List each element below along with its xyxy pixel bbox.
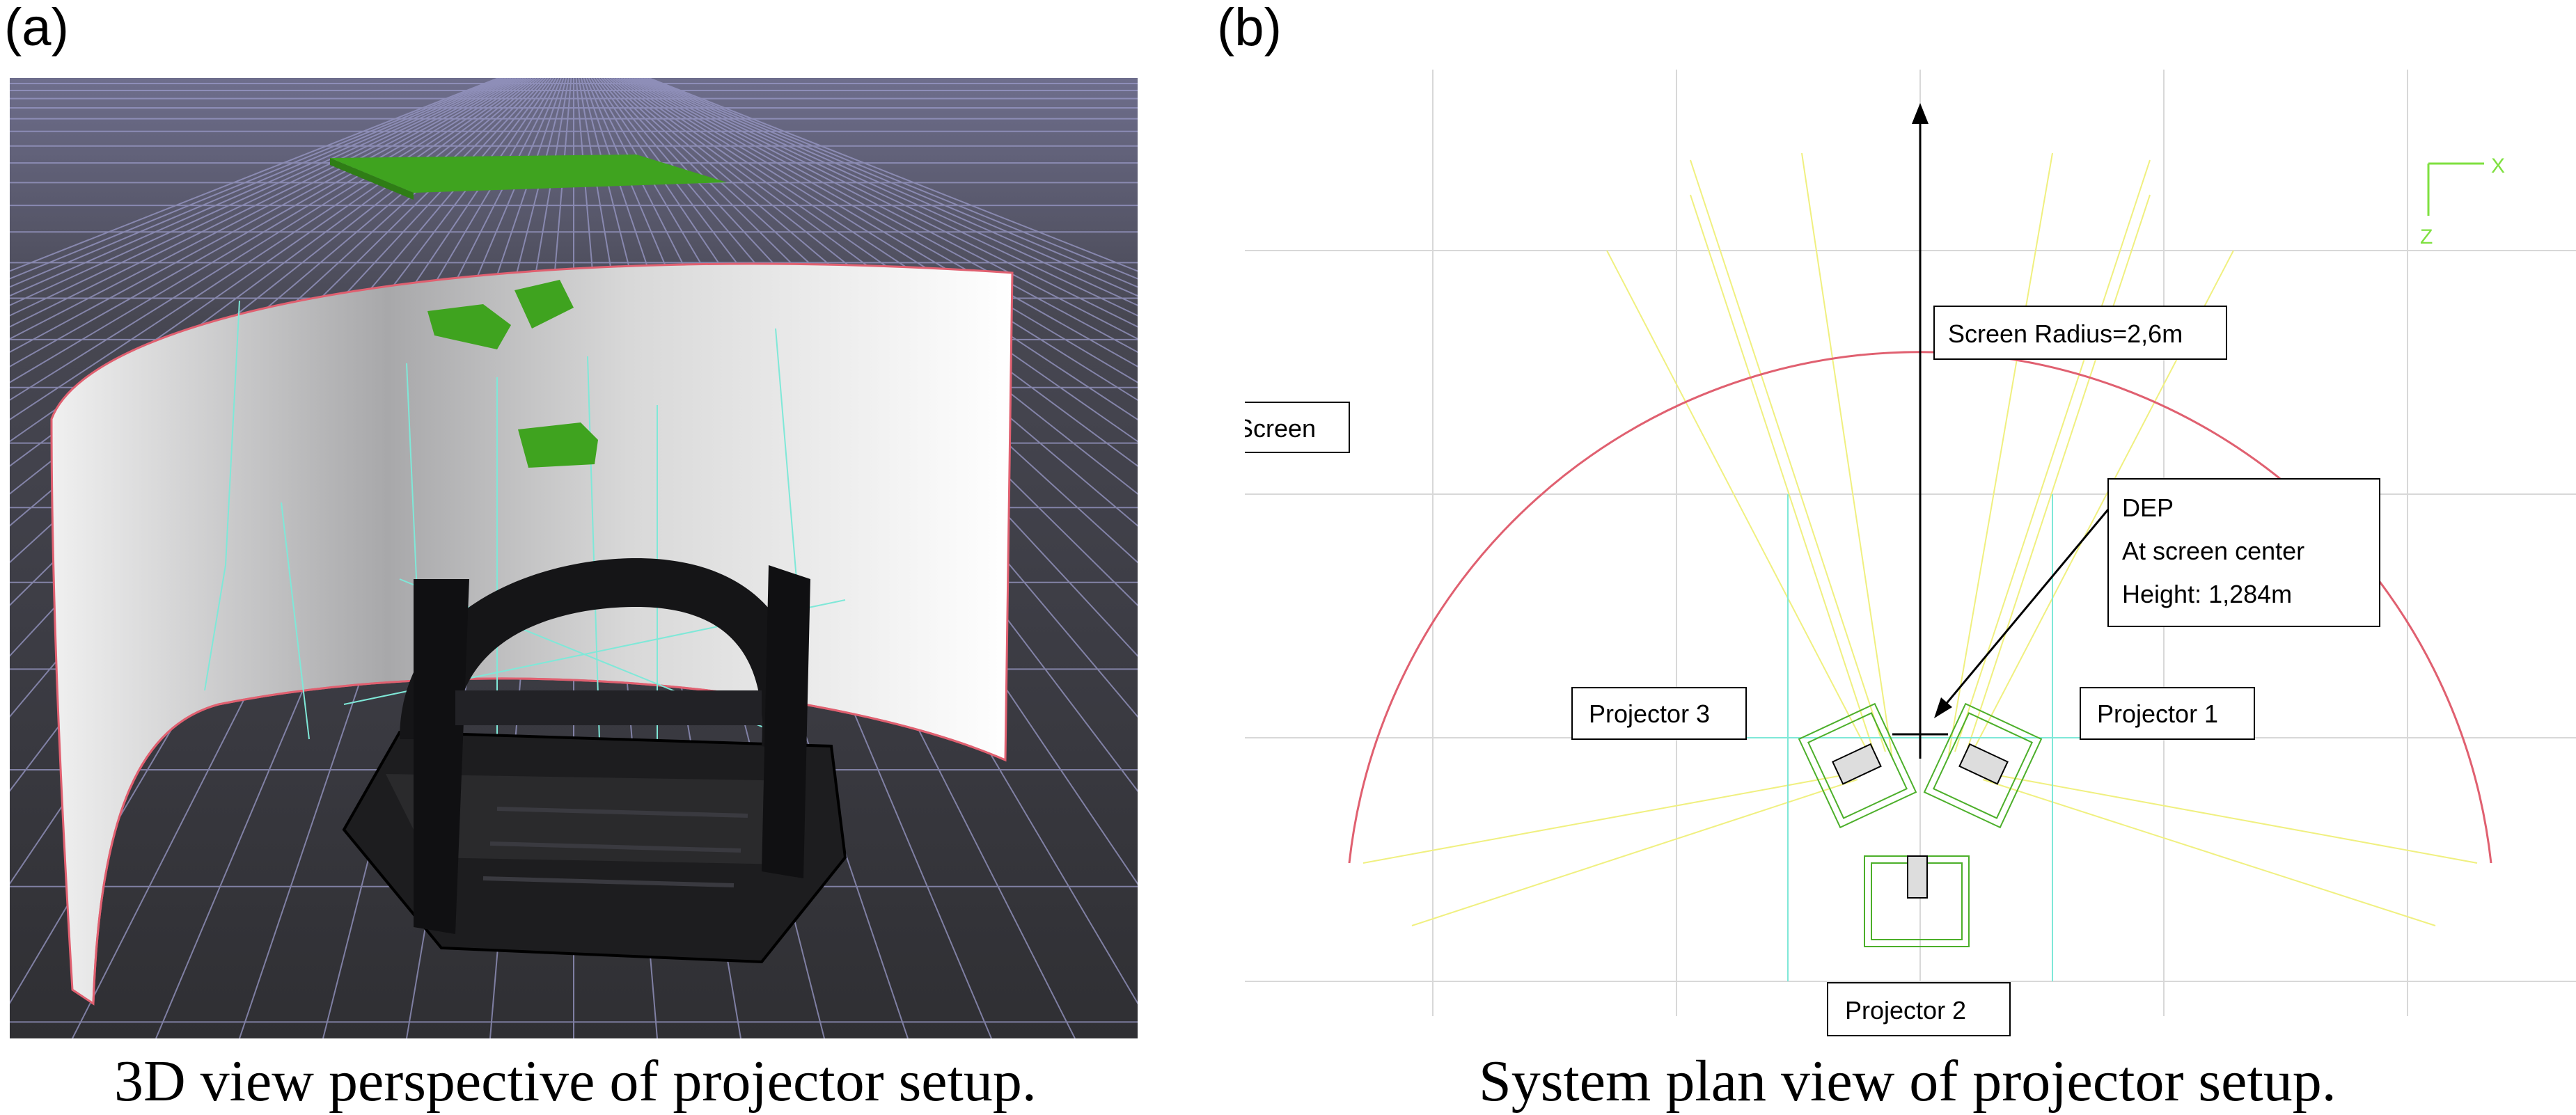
screen-inner-edge bbox=[92, 677, 1006, 1004]
axis-z-label: Z bbox=[2420, 226, 2433, 248]
projector-2-label: Projector 2 bbox=[1845, 996, 1966, 1025]
axis-indicator bbox=[2427, 162, 2484, 216]
dep-label-line2: At screen center bbox=[2122, 537, 2304, 565]
projector-box-middle bbox=[518, 422, 598, 468]
projector-boxes bbox=[330, 155, 727, 468]
projector-frustums bbox=[1362, 152, 2478, 926]
projector-2-label-box: Projector 2 bbox=[1827, 982, 2011, 1036]
projector-box-left bbox=[427, 304, 511, 349]
simulator-mockup bbox=[342, 558, 847, 964]
radius-label: Screen Radius=2,6m bbox=[1948, 319, 2183, 348]
projector-2-outline bbox=[1864, 855, 1970, 947]
screen-label-box: Screen bbox=[1245, 402, 1350, 453]
projector-3-label: Projector 3 bbox=[1589, 699, 1710, 728]
radius-label-box: Screen Radius=2,6m bbox=[1933, 306, 2227, 360]
screen-label: Screen bbox=[1245, 414, 1316, 443]
3d-perspective-view bbox=[10, 78, 1138, 1038]
dep-label-box: DEP At screen center Height: 1,284m bbox=[2107, 478, 2380, 627]
projector-box-right bbox=[515, 280, 574, 329]
projector-1-label-box: Projector 1 bbox=[2080, 687, 2255, 740]
panel-b-label: (b) bbox=[1217, 0, 1282, 57]
dep-center-marker bbox=[1892, 710, 1948, 759]
projector-box-top bbox=[330, 155, 727, 193]
panel-b-caption: System plan view of projector setup. bbox=[1479, 1049, 2337, 1114]
projector-1-label: Projector 1 bbox=[2097, 699, 2218, 728]
projector-1-outline bbox=[1923, 702, 2043, 829]
projector-3-label-box: Projector 3 bbox=[1571, 687, 1747, 740]
dep-label-line3: Height: 1,284m bbox=[2122, 580, 2292, 608]
dep-label-line1: DEP bbox=[2122, 493, 2174, 522]
radius-arrow bbox=[1912, 103, 1929, 738]
panel-a-caption: 3D view perspective of projector setup. bbox=[114, 1049, 1037, 1114]
plan-view-diagram: X Z Screen Screen Radius=2,6m DEP At scr… bbox=[1245, 70, 2576, 1036]
dep-arrow bbox=[1934, 500, 2116, 718]
panel-a-label: (a) bbox=[4, 0, 69, 57]
projector-3-outline bbox=[1798, 702, 1917, 829]
axis-x-label: X bbox=[2491, 155, 2505, 177]
